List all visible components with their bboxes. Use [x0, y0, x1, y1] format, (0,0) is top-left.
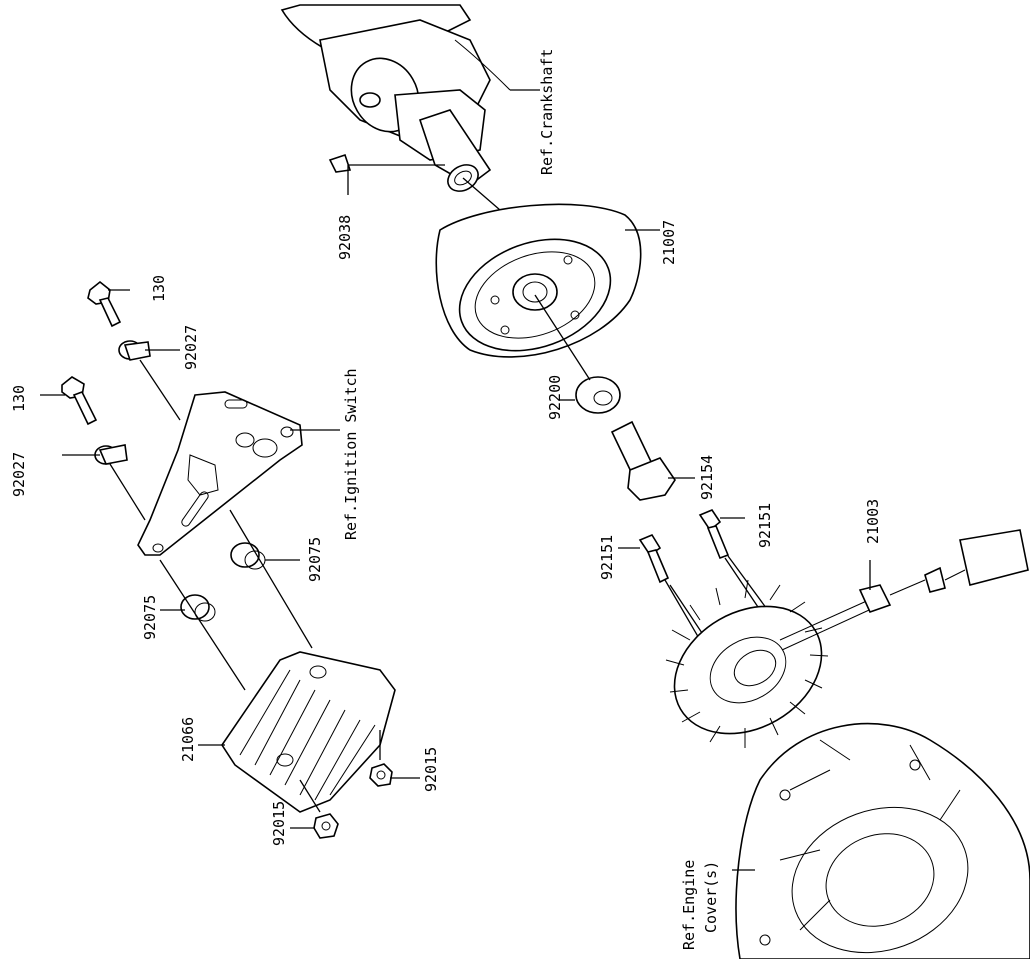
- key-92038: [328, 153, 352, 173]
- label-ref-engine: Ref.Engine: [680, 860, 698, 950]
- label-21003: 21003: [864, 499, 882, 544]
- nut-92015-right: [369, 763, 393, 787]
- collar-92027-left: [94, 444, 128, 465]
- washer-92200: [575, 376, 621, 414]
- label-92075-b: 92075: [306, 537, 324, 582]
- label-ref-crankshaft: Ref.Crankshaft: [538, 49, 556, 175]
- label-ref-ignition-switch: Ref.Ignition Switch: [342, 368, 360, 540]
- regulator-21066: [221, 651, 396, 813]
- label-92027-top: 92027: [182, 325, 200, 370]
- nut-92015-left: [313, 813, 339, 839]
- label-92038: 92038: [336, 215, 354, 260]
- bolt-92154: [610, 420, 676, 501]
- label-21007: 21007: [660, 220, 678, 265]
- label-92151-a: 92151: [598, 535, 616, 580]
- crankshaft-drawing: [280, 4, 511, 192]
- bolt-130-left: [61, 376, 98, 426]
- engine-cover: [735, 722, 1030, 960]
- label-21066: 21066: [179, 717, 197, 762]
- ignition-bracket: [137, 391, 303, 556]
- bolt-130-top: [87, 280, 122, 328]
- collar-92027-top: [118, 340, 151, 361]
- label-130-top: 130: [150, 275, 168, 302]
- label-130-left: 130: [10, 385, 28, 412]
- rotor-21007: [435, 203, 642, 358]
- grommet-92075-b: [230, 542, 266, 570]
- label-cover-s: Cover(s): [702, 861, 720, 933]
- label-92154: 92154: [698, 455, 716, 500]
- label-92015-left: 92015: [270, 801, 288, 846]
- label-92151-b: 92151: [756, 503, 774, 548]
- bolt-92151-b: [698, 509, 730, 560]
- stator-21003: [665, 529, 1029, 748]
- grommet-92075-a: [180, 594, 216, 622]
- label-92015-right: 92015: [422, 747, 440, 792]
- label-92075-a: 92075: [141, 595, 159, 640]
- bolt-92151-a: [638, 533, 670, 584]
- label-92200: 92200: [546, 375, 564, 420]
- label-92027-left: 92027: [10, 452, 28, 497]
